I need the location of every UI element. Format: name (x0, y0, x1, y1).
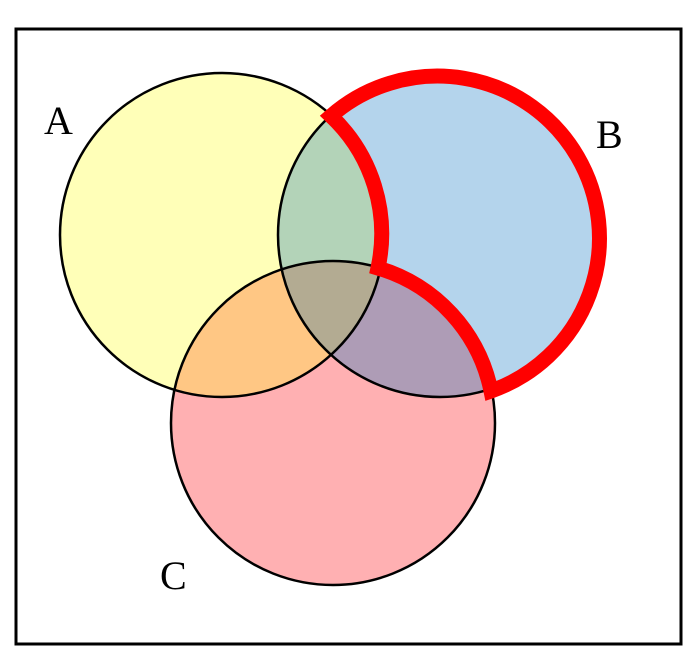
highlight-b-only-outline (319, 68, 607, 401)
region-a-and-c (171, 261, 384, 397)
label-a: A (44, 98, 73, 143)
label-b: B (596, 112, 623, 157)
label-c: C (160, 553, 187, 598)
region-b-and-c (278, 261, 495, 397)
